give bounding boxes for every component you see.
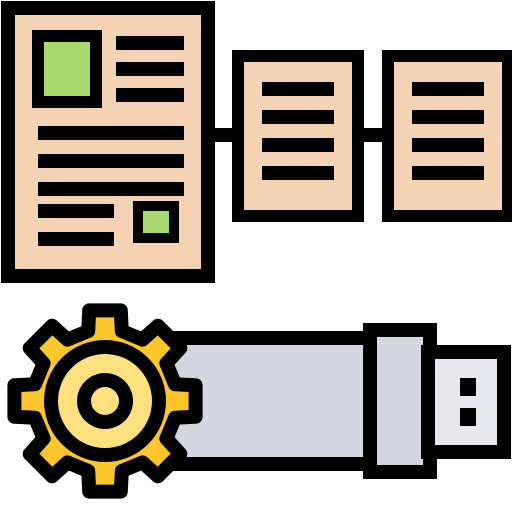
right-document-icon (382, 50, 512, 222)
usb-connector (421, 345, 511, 459)
usb-pin-top (460, 378, 476, 396)
middle-document-icon (232, 50, 364, 222)
small-image-placeholder (133, 201, 179, 243)
usb-drive-icon (143, 323, 511, 479)
photo-placeholder (32, 30, 102, 108)
gear-icon (7, 303, 203, 499)
usb-pin-bottom (460, 408, 476, 426)
main-document-text-lines (38, 36, 184, 246)
main-document-icon (1, 1, 215, 283)
